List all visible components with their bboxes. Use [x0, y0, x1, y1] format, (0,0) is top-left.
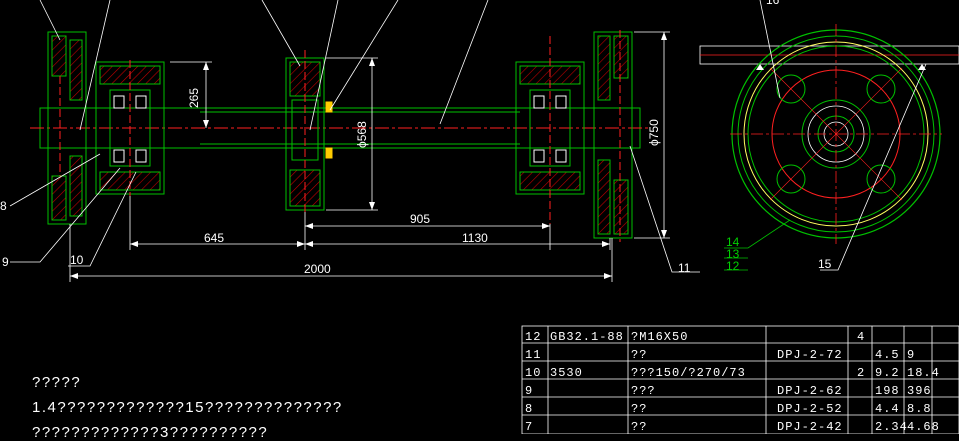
- bom-cell-code: GB32.1-88: [550, 330, 624, 344]
- right-wheel: [593, 30, 633, 242]
- left-wheel: [47, 31, 87, 225]
- bom-cell-total: 8.8: [907, 402, 932, 416]
- dim-568: ϕ568: [355, 121, 369, 148]
- callout-16: 16: [766, 0, 780, 7]
- bom-cell-drawing: DPJ-2-72: [777, 348, 843, 362]
- bom-cell-code: 3530: [550, 366, 583, 380]
- callout-15: 15: [818, 257, 832, 271]
- callout-13: 13: [726, 247, 740, 261]
- callout-8: 8: [0, 199, 7, 213]
- bom-cell-qty: 2: [857, 366, 865, 380]
- callout-11: 11: [678, 261, 691, 275]
- notes-title: ?????: [32, 374, 82, 391]
- bolt-holes: [776, 74, 896, 194]
- callout-14: 14: [726, 235, 740, 249]
- bom-cell-total: 9: [907, 348, 915, 362]
- notes-line-2: ?????????????3??????????: [32, 424, 269, 441]
- bom-cell-no: 8: [525, 402, 533, 416]
- bom-cell-no: 12: [525, 330, 541, 344]
- dim-905: 905: [410, 212, 430, 226]
- notes-line-1: 1.4?????????????15??????????????: [32, 399, 343, 416]
- right-bearing-housing: [515, 36, 585, 224]
- bom-cell-total: 4.68: [907, 420, 940, 434]
- bom-cell-unit: 4.4: [875, 402, 900, 416]
- dim-1130: 1130: [462, 231, 488, 245]
- bom-cell-no: 11: [525, 348, 541, 362]
- bom-cell-no: 7: [525, 420, 533, 434]
- dim-2000: 2000: [304, 262, 331, 276]
- dimension-arrows: [70, 32, 667, 279]
- bom-cell-name: ??: [631, 348, 647, 362]
- callout-12: 12: [726, 259, 740, 273]
- bom-cell-name: ??: [631, 402, 647, 416]
- side-view: 265 ϕ568 ϕ750 645 905 1130 2000 8 9 10 1…: [0, 0, 700, 282]
- bom-cell-name: ???150/?270/73: [631, 366, 746, 380]
- bom-cell-name: ???: [631, 384, 656, 398]
- bom-cell-qty: 4: [857, 330, 865, 344]
- bom-rows: 12 GB32.1-88 ?M16X50 4 11?? DPJ-2-72 4.5 9 10 353…: [525, 330, 940, 434]
- dim-645: 645: [204, 231, 224, 245]
- center-sprocket: [285, 50, 333, 212]
- bom-cell-no: 9: [525, 384, 533, 398]
- callout-10: 10: [70, 253, 84, 267]
- dimension-lines: [69, 31, 670, 282]
- bom-cell-name: ?M16X50: [631, 330, 688, 344]
- leader-lines: [9, 0, 700, 273]
- bom-cell-total: 18.4: [907, 366, 940, 380]
- bom-cell-unit: 198: [875, 384, 900, 398]
- callout-9: 9: [2, 255, 9, 269]
- left-bearing-housing: [95, 60, 165, 196]
- bom-cell-drawing: DPJ-2-62: [777, 384, 843, 398]
- bom-cell-total: 396: [907, 384, 932, 398]
- bom-table: [521, 325, 959, 434]
- dim-750: ϕ750: [647, 119, 661, 146]
- bom-cell-drawing: DPJ-2-52: [777, 402, 843, 416]
- bom-cell-drawing: DPJ-2-42: [777, 420, 843, 434]
- bom-cell-unit: 2.34: [875, 420, 908, 434]
- end-view: 14 13 12 15 16: [699, 0, 959, 273]
- bom-cell-unit: 4.5: [875, 348, 900, 362]
- bom-cell-no: 10: [525, 366, 541, 380]
- dim-265: 265: [187, 88, 201, 108]
- bom-cell-name: ??: [631, 420, 647, 434]
- bom-cell-unit: 9.2: [875, 366, 900, 380]
